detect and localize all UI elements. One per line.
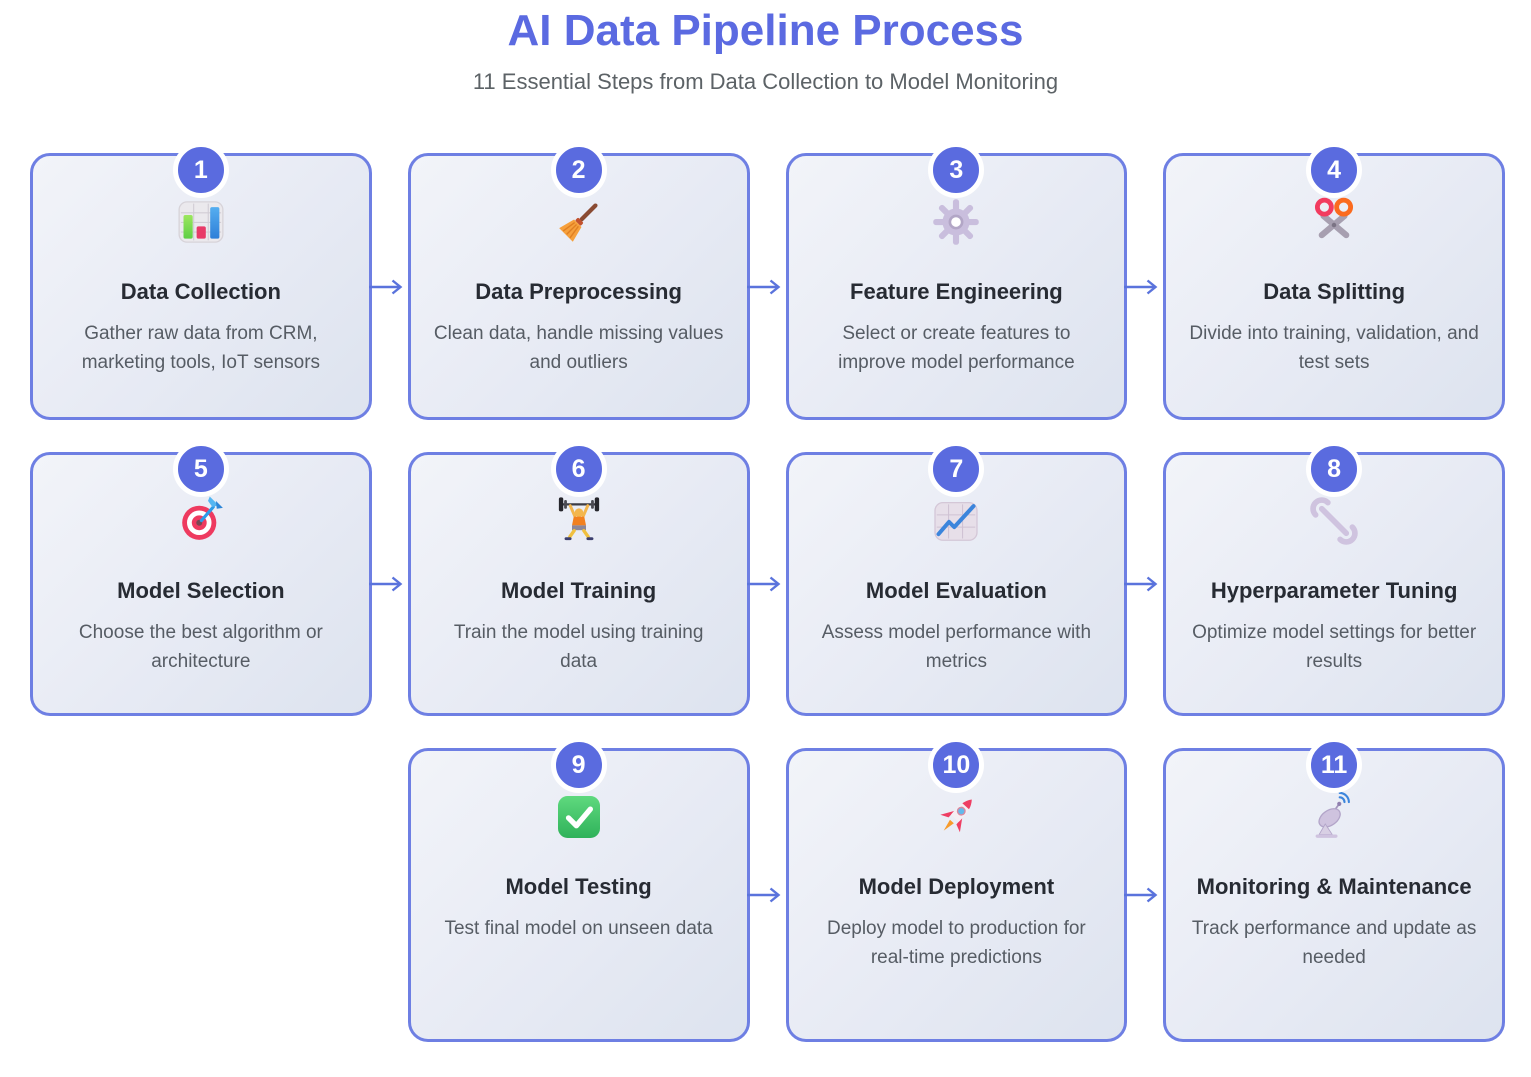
step-card: 11 Monitoring & Maintenance Track perfor… bbox=[1163, 737, 1505, 1042]
step-number-badge: 7 bbox=[928, 441, 985, 497]
arrow-right-icon bbox=[1124, 886, 1162, 904]
step-card: 6 Model Training Train the model using t… bbox=[407, 441, 780, 716]
step-title: Feature Engineering bbox=[850, 279, 1063, 304]
step-title: Model Training bbox=[501, 578, 657, 603]
step-title: Model Deployment bbox=[858, 874, 1055, 899]
step-description: Choose the best algorithm or architectur… bbox=[78, 621, 323, 673]
step-card: 5 Model Selection Choose the best algori… bbox=[30, 441, 403, 716]
step-number-badge: 2 bbox=[550, 142, 607, 198]
step-description: Clean data, handle missing values and ou… bbox=[433, 322, 724, 374]
step-card: 1 Data Collection Gather raw data from C… bbox=[30, 142, 403, 420]
arrow-right-icon bbox=[368, 575, 407, 593]
step-number-badge: 11 bbox=[1306, 737, 1363, 793]
step-number-badge: 9 bbox=[550, 737, 607, 793]
step-title: Data Collection bbox=[120, 279, 281, 304]
chart-increasing-icon bbox=[928, 493, 984, 549]
arrow-right-icon bbox=[1124, 575, 1162, 593]
step-title: Model Evaluation bbox=[865, 578, 1047, 603]
weightlifter-icon bbox=[551, 493, 607, 549]
arrow-right-icon bbox=[746, 575, 785, 593]
scissors-icon bbox=[1306, 194, 1362, 250]
rocket-icon bbox=[928, 789, 984, 845]
step-description: Deploy model to production for real-time… bbox=[826, 917, 1086, 969]
step-description: Assess model performance with metrics bbox=[821, 621, 1092, 673]
step-number-badge: 4 bbox=[1306, 142, 1363, 198]
step-title: Model Testing bbox=[505, 874, 652, 899]
broom-icon bbox=[551, 194, 607, 250]
step-description: Train the model using training data bbox=[453, 621, 704, 673]
arrow-right-icon bbox=[746, 886, 785, 904]
step-title: Monitoring & Maintenance bbox=[1196, 874, 1472, 899]
page-header: AI Data Pipeline Process 11 Essential St… bbox=[0, 0, 1531, 95]
pipeline-grid: 1 Data Collection Gather raw data from C… bbox=[0, 142, 1531, 1042]
step-title: Hyperparameter Tuning bbox=[1210, 578, 1458, 603]
step-card: 8 Hyperparameter Tuning Optimize model s… bbox=[1163, 441, 1505, 716]
step-card: 7 Model Evaluation Assess model performa… bbox=[785, 441, 1158, 716]
step-description: Optimize model settings for better resul… bbox=[1192, 621, 1477, 673]
step-description: Divide into training, validation, and te… bbox=[1189, 322, 1479, 374]
gear-icon bbox=[928, 194, 984, 250]
wrench-icon bbox=[1306, 493, 1362, 549]
arrow-right-icon bbox=[368, 278, 407, 296]
step-number-badge: 3 bbox=[928, 142, 985, 198]
step-description: Select or create features to improve mod… bbox=[838, 322, 1075, 374]
step-card: 3 Feature Engineering Select or create f… bbox=[785, 142, 1158, 420]
step-card: 4 Data Splitting Divide into training, v… bbox=[1163, 142, 1505, 420]
page-title: AI Data Pipeline Process bbox=[507, 6, 1024, 55]
step-description: Track performance and update as needed bbox=[1191, 917, 1477, 969]
step-title: Data Splitting bbox=[1263, 279, 1406, 304]
page-subtitle: 11 Essential Steps from Data Collection … bbox=[472, 69, 1059, 94]
step-number-badge: 1 bbox=[172, 142, 229, 198]
arrow-right-icon bbox=[1124, 278, 1162, 296]
step-card: 2 Data Preprocessing Clean data, handle … bbox=[407, 142, 780, 420]
step-number-badge: 8 bbox=[1306, 441, 1363, 497]
step-number-badge: 6 bbox=[550, 441, 607, 497]
bar-chart-icon bbox=[173, 194, 229, 250]
step-description: Gather raw data from CRM, marketing tool… bbox=[81, 322, 321, 374]
step-number-badge: 5 bbox=[172, 441, 229, 497]
step-number-badge: 10 bbox=[928, 737, 985, 793]
step-card: 9 Model Testing Test final model on unse… bbox=[407, 737, 780, 1042]
satellite-antenna-icon bbox=[1306, 789, 1362, 845]
step-description: Test final model on unseen data bbox=[444, 917, 713, 939]
target-icon bbox=[173, 493, 229, 549]
step-title: Model Selection bbox=[117, 578, 285, 603]
step-card: 10 Model Deployment Deploy model to prod… bbox=[785, 737, 1158, 1042]
step-title: Data Preprocessing bbox=[475, 279, 682, 304]
check-mark-icon bbox=[551, 789, 607, 845]
arrow-right-icon bbox=[746, 278, 785, 296]
